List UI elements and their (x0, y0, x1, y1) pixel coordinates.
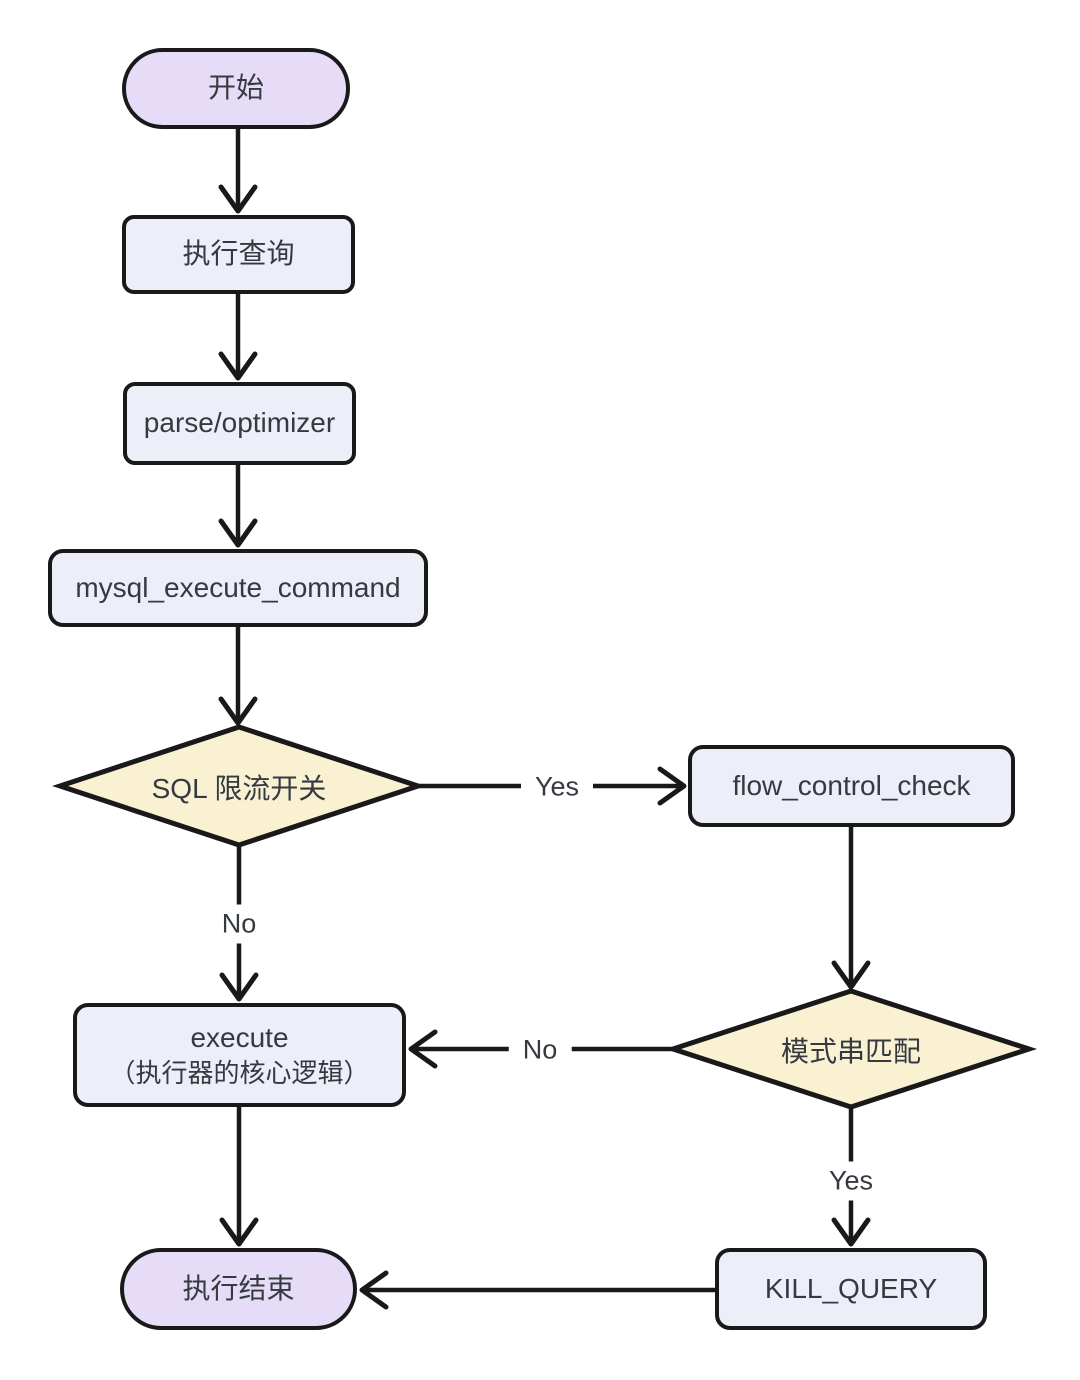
execute-node-label: execute (190, 1021, 289, 1053)
execute-node-sublabel: （执行器的核心逻辑） (109, 1057, 370, 1088)
sql-throttle-decision-label: SQL 限流开关 (151, 773, 327, 804)
edge-label-pattern-yes: Yes (814, 1161, 888, 1201)
pattern-match-decision-label: 模式串匹配 (780, 1036, 922, 1067)
start-node-label: 开始 (207, 72, 264, 104)
parse-optimizer-node: parse/optimizer (123, 382, 356, 465)
mysql-execute-command-node-label: mysql_execute_command (75, 571, 401, 603)
end-node-label: 执行结束 (182, 1272, 295, 1304)
sql-throttle-decision-shape (52, 724, 426, 848)
execute-query-node-label: 执行查询 (182, 238, 295, 270)
edge-label-throttle-no: No (207, 904, 271, 944)
parse-optimizer-node-label: parse/optimizer (143, 407, 336, 439)
execute-node: execute （执行器的核心逻辑） (73, 1003, 406, 1107)
start-node: 开始 (122, 48, 350, 129)
kill-query-node: KILL_QUERY (715, 1248, 987, 1330)
execute-query-node: 执行查询 (122, 215, 355, 294)
kill-query-node-label: KILL_QUERY (764, 1272, 938, 1304)
edge-label-pattern-no: No (508, 1030, 572, 1070)
flow-control-check-node: flow_control_check (688, 745, 1015, 827)
mysql-execute-command-node: mysql_execute_command (48, 549, 428, 627)
pattern-match-decision-shape (664, 988, 1038, 1110)
edge-label-throttle-yes: Yes (520, 767, 594, 807)
flow-control-check-node-label: flow_control_check (732, 769, 971, 801)
end-node: 执行结束 (120, 1248, 357, 1330)
